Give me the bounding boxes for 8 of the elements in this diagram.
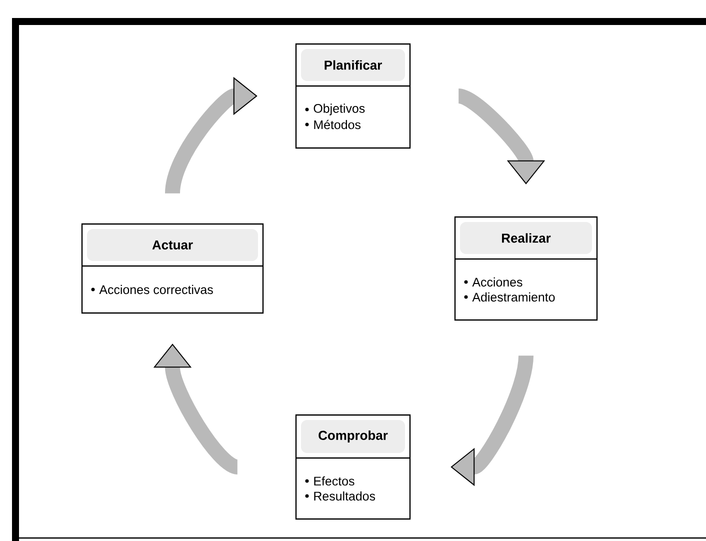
process-box: Realizar Acciones Adiestramiento (454, 216, 598, 321)
process-box: Planificar Objetivos Métodos (295, 43, 411, 149)
curved-arrow (153, 344, 240, 474)
process-box: Actuar Acciones correctivas (81, 223, 264, 314)
curved-arrow (457, 88, 546, 184)
curved-arrow (165, 76, 258, 194)
curved-arrow (450, 354, 534, 486)
process-box: Comprobar Efectos Resultados (295, 414, 411, 520)
